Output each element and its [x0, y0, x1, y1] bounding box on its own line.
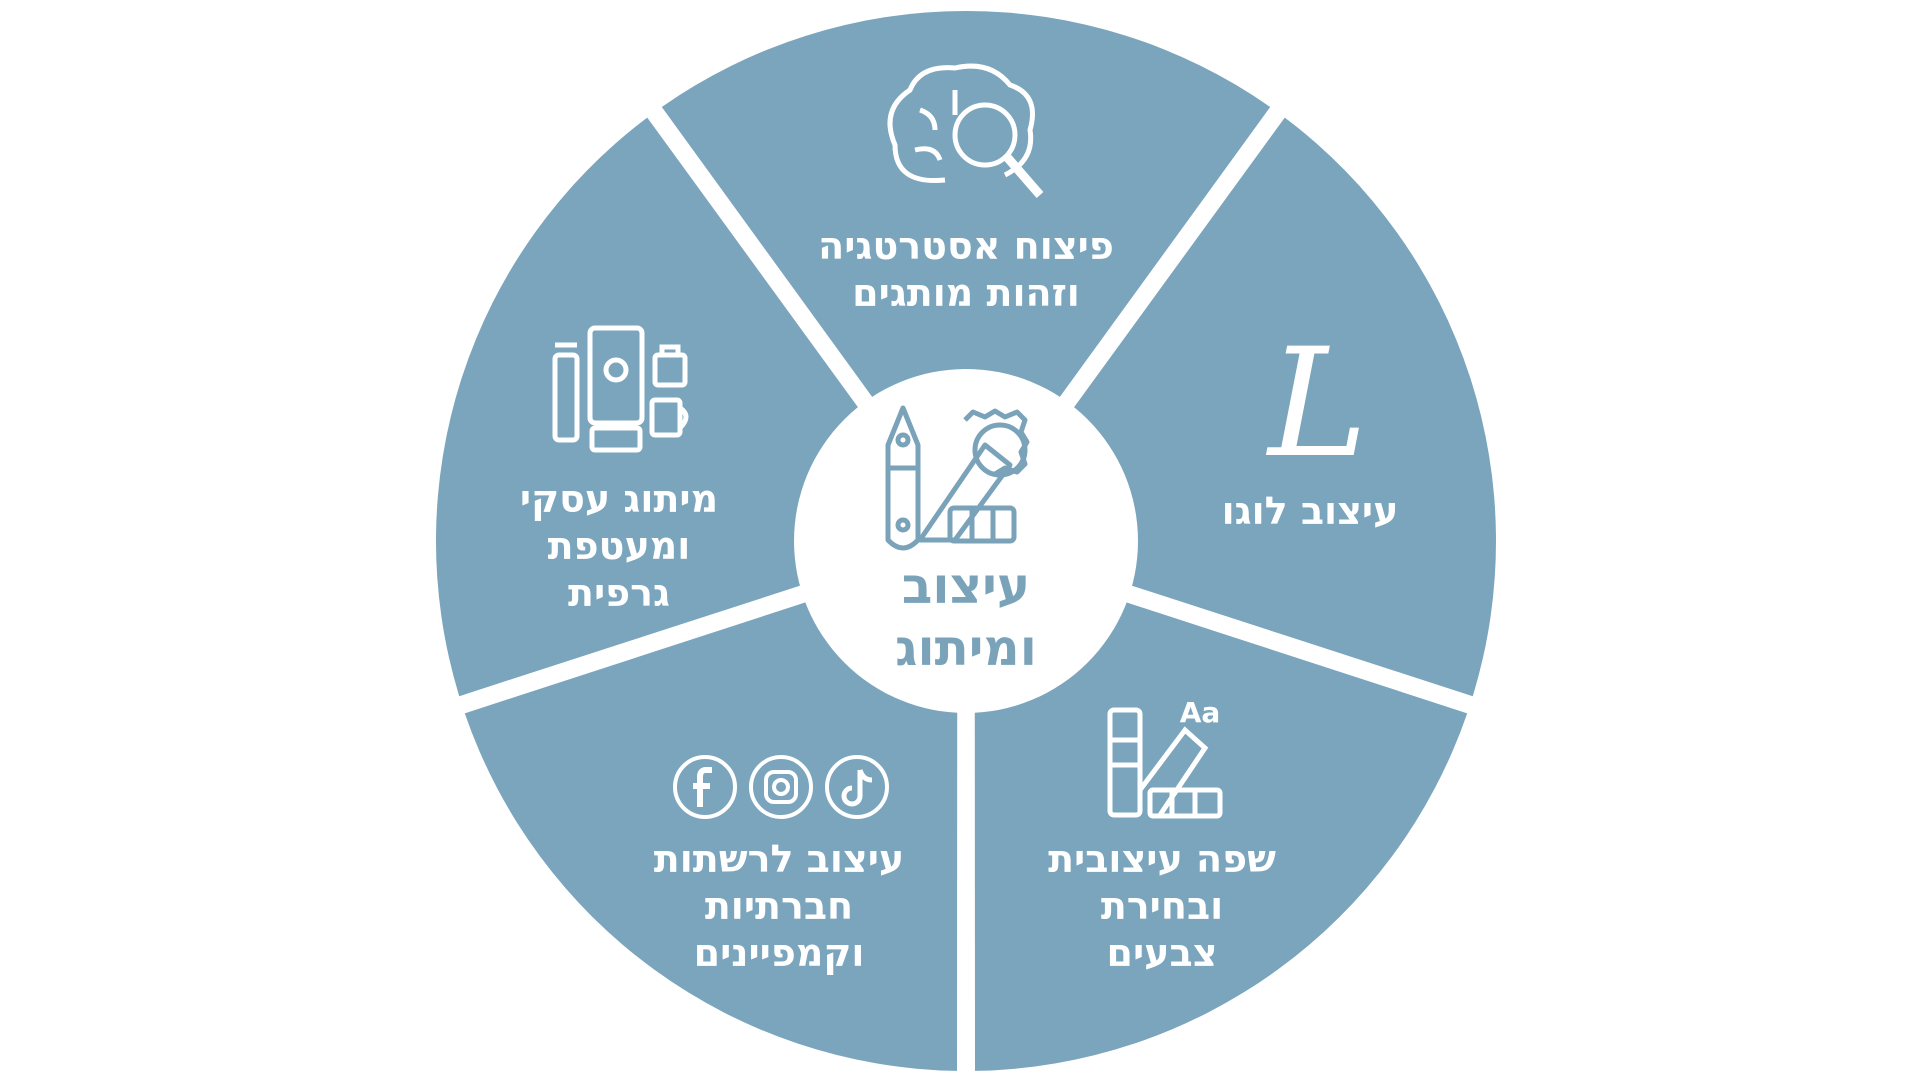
label-line: וזהות מותגים	[852, 271, 1080, 315]
instagram-icon[interactable]	[749, 755, 813, 819]
label-line: עיצוב לרשתות	[653, 837, 905, 881]
tiktok-icon[interactable]	[825, 755, 889, 819]
label-line: פיצוח אסטרטגיה	[818, 224, 1114, 268]
label-line: ובחירת	[1100, 884, 1224, 928]
facebook-icon[interactable]	[673, 755, 737, 819]
label-line: מיתוג עסקי	[519, 477, 719, 521]
label-line: ומעטפת	[547, 524, 691, 568]
label-line: גרפית	[567, 571, 670, 615]
pen-swatch-gear-icon	[885, 405, 1030, 551]
segment-label-logo: עיצוב לוגו	[1222, 488, 1399, 535]
social-media-icons	[673, 755, 889, 819]
center-title-line: ומיתוג	[895, 619, 1037, 677]
label-line: צבעים	[1106, 931, 1218, 975]
segment-social	[464, 554, 958, 1071]
label-line: שפה עיצובית	[1048, 837, 1276, 881]
center-title-line: עיצוב	[901, 557, 1031, 615]
script-letter-l-icon: L	[1265, 317, 1368, 491]
segment-strategy	[661, 10, 1271, 522]
label-line: וקמפיינים	[693, 931, 865, 975]
aa-glyph: Aa	[1180, 696, 1221, 729]
color-swatch-icon	[1107, 707, 1223, 819]
branded-merchandise-icon	[552, 325, 689, 453]
label-line: חברתיות	[704, 884, 854, 928]
brain-magnifier-icon	[887, 63, 1044, 198]
label-line: עיצוב לוגו	[1221, 489, 1399, 533]
